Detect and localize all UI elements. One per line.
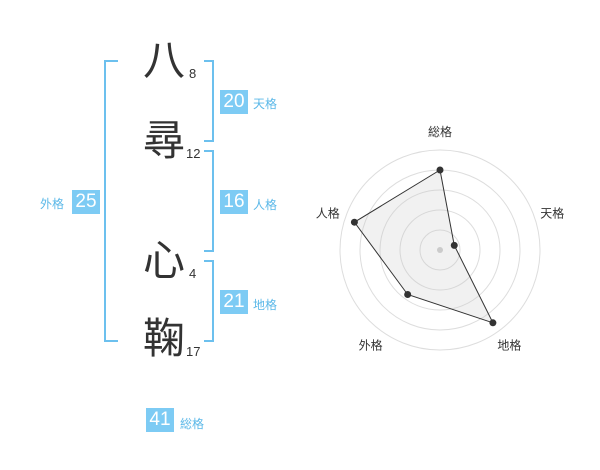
- radar-axis-label: 地格: [497, 337, 521, 352]
- jin-bracket: [204, 150, 214, 252]
- radar-ring: [379, 189, 501, 311]
- radar-ring: [399, 209, 481, 291]
- gai-bracket: [104, 60, 118, 342]
- sou-value-box: 41: [146, 408, 174, 432]
- jin-value-box: 16: [220, 190, 248, 214]
- radar-point: [404, 290, 412, 298]
- name-char-2: 尋: [143, 116, 186, 165]
- radar-axis-label: 人格: [316, 206, 340, 221]
- chi-label: 地格: [253, 298, 278, 312]
- chi-value-box: 21: [220, 290, 248, 314]
- sou-label: 総格: [180, 417, 205, 431]
- stroke-count-3: 4: [189, 266, 197, 281]
- radar-center: [437, 247, 443, 253]
- radar-ring: [419, 229, 461, 271]
- ten-bracket: [204, 60, 214, 142]
- radar-point: [489, 319, 497, 327]
- radar-point: [450, 241, 458, 249]
- stroke-count-4: 17: [186, 344, 201, 359]
- name-char-4: 鞠: [143, 314, 186, 363]
- ten-value-box: 20: [220, 90, 248, 114]
- jin-label: 人格: [253, 198, 278, 212]
- radar-axis-label: 総格: [428, 124, 452, 139]
- ten-label: 天格: [253, 97, 278, 111]
- name-char-3: 心: [143, 236, 186, 285]
- radar-ring: [339, 149, 541, 351]
- radar-polygon: [353, 169, 494, 324]
- radar-point: [436, 166, 444, 174]
- chi-bracket: [204, 260, 214, 342]
- name-char-1: 八: [143, 36, 186, 85]
- radar-axis-label: 外格: [359, 337, 383, 352]
- radar-point: [350, 218, 358, 226]
- radar-axis-label: 天格: [540, 206, 564, 221]
- gai-label: 外格: [40, 197, 65, 211]
- stroke-count-2: 12: [186, 146, 201, 161]
- stroke-count-1: 8: [189, 66, 197, 81]
- gai-value-box: 25: [72, 190, 100, 214]
